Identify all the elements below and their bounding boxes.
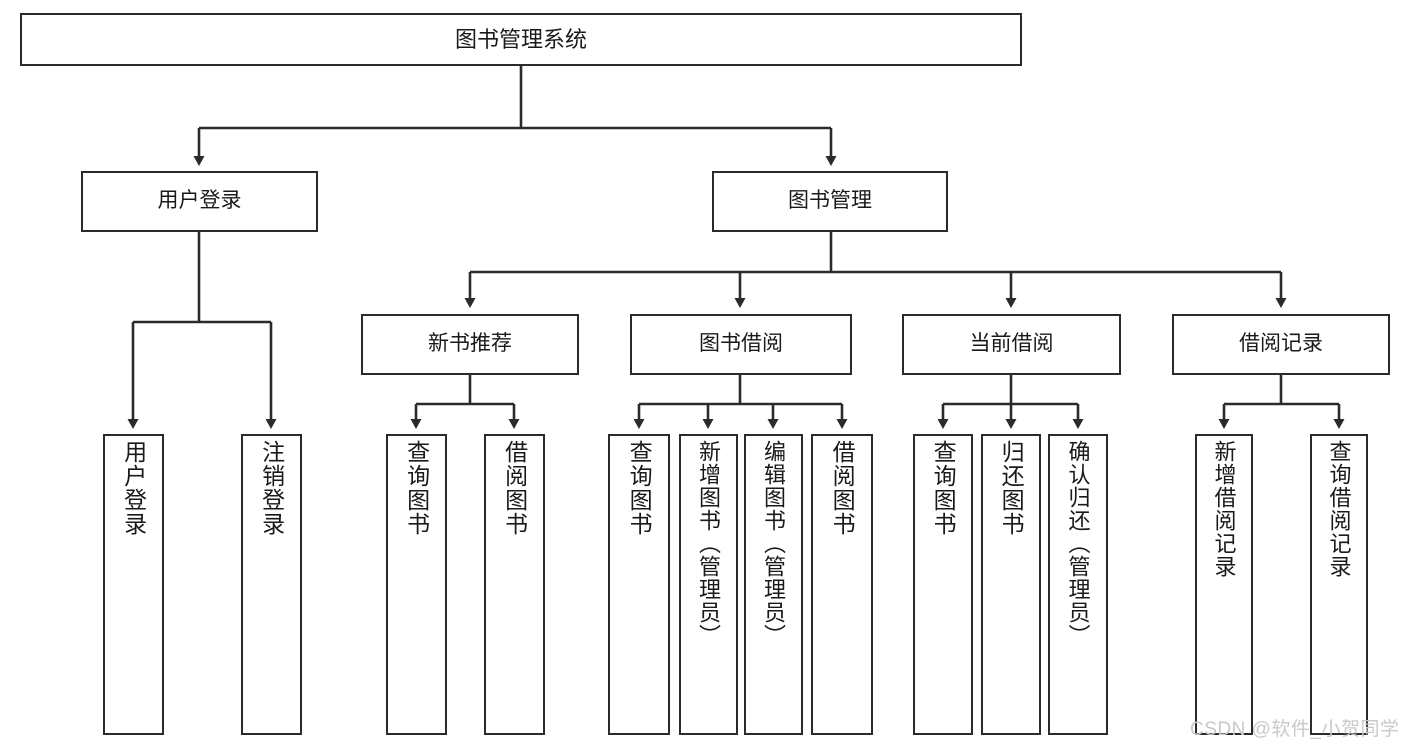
node-label: 借阅记录 bbox=[1239, 332, 1323, 356]
node-label: 注销登录 bbox=[258, 440, 285, 536]
leaf-book-borrow-borrow[interactable]: 借阅图书 bbox=[811, 434, 873, 735]
node-label: 查询图书 bbox=[930, 440, 957, 536]
leaf-borrow-record-add[interactable]: 新增借阅记录 bbox=[1195, 434, 1253, 735]
csdn-watermark: CSDN @软件_小贺同学 bbox=[1190, 719, 1400, 740]
leaf-current-borrow-query[interactable]: 查询图书 bbox=[913, 434, 973, 735]
node-label: 确认归还（管理员） bbox=[1065, 440, 1091, 647]
leaf-new-book-borrow[interactable]: 借阅图书 bbox=[484, 434, 545, 735]
node-label: 图书借阅 bbox=[699, 332, 783, 356]
node-label: 借阅图书 bbox=[829, 440, 856, 536]
node-label: 用户登录 bbox=[120, 440, 147, 536]
node-root-system[interactable]: 图书管理系统 bbox=[20, 13, 1022, 66]
node-label: 新增借阅记录 bbox=[1211, 440, 1237, 578]
leaf-current-borrow-confirm-admin[interactable]: 确认归还（管理员） bbox=[1048, 434, 1108, 735]
node-book-borrow[interactable]: 图书借阅 bbox=[630, 314, 852, 375]
leaf-book-borrow-query[interactable]: 查询图书 bbox=[608, 434, 670, 735]
node-new-book-recommend[interactable]: 新书推荐 bbox=[361, 314, 579, 375]
node-label: 归还图书 bbox=[998, 440, 1025, 536]
node-label: 新增图书（管理员） bbox=[696, 440, 722, 647]
node-label: 查询图书 bbox=[403, 440, 430, 536]
node-label: 编辑图书（管理员） bbox=[761, 440, 787, 647]
node-label: 用户登录 bbox=[157, 189, 242, 213]
node-label: 图书管理 bbox=[788, 189, 872, 213]
node-label: 图书管理系统 bbox=[454, 26, 587, 52]
leaf-user-login-signout[interactable]: 注销登录 bbox=[241, 434, 302, 735]
leaf-book-borrow-edit-admin[interactable]: 编辑图书（管理员） bbox=[744, 434, 803, 735]
node-label: 当前借阅 bbox=[969, 332, 1054, 356]
node-borrow-record[interactable]: 借阅记录 bbox=[1172, 314, 1390, 375]
node-label: 查询图书 bbox=[626, 440, 653, 536]
node-book-management[interactable]: 图书管理 bbox=[712, 171, 948, 232]
leaf-current-borrow-return[interactable]: 归还图书 bbox=[981, 434, 1041, 735]
node-label: 新书推荐 bbox=[428, 332, 512, 356]
leaf-new-book-query[interactable]: 查询图书 bbox=[386, 434, 447, 735]
leaf-book-borrow-add-admin[interactable]: 新增图书（管理员） bbox=[679, 434, 738, 735]
node-user-login[interactable]: 用户登录 bbox=[81, 171, 318, 232]
node-label: 查询借阅记录 bbox=[1326, 440, 1352, 578]
leaf-user-login-signin[interactable]: 用户登录 bbox=[103, 434, 164, 735]
leaf-borrow-record-query[interactable]: 查询借阅记录 bbox=[1310, 434, 1368, 735]
node-current-borrow[interactable]: 当前借阅 bbox=[902, 314, 1121, 375]
node-label: 借阅图书 bbox=[501, 440, 528, 536]
